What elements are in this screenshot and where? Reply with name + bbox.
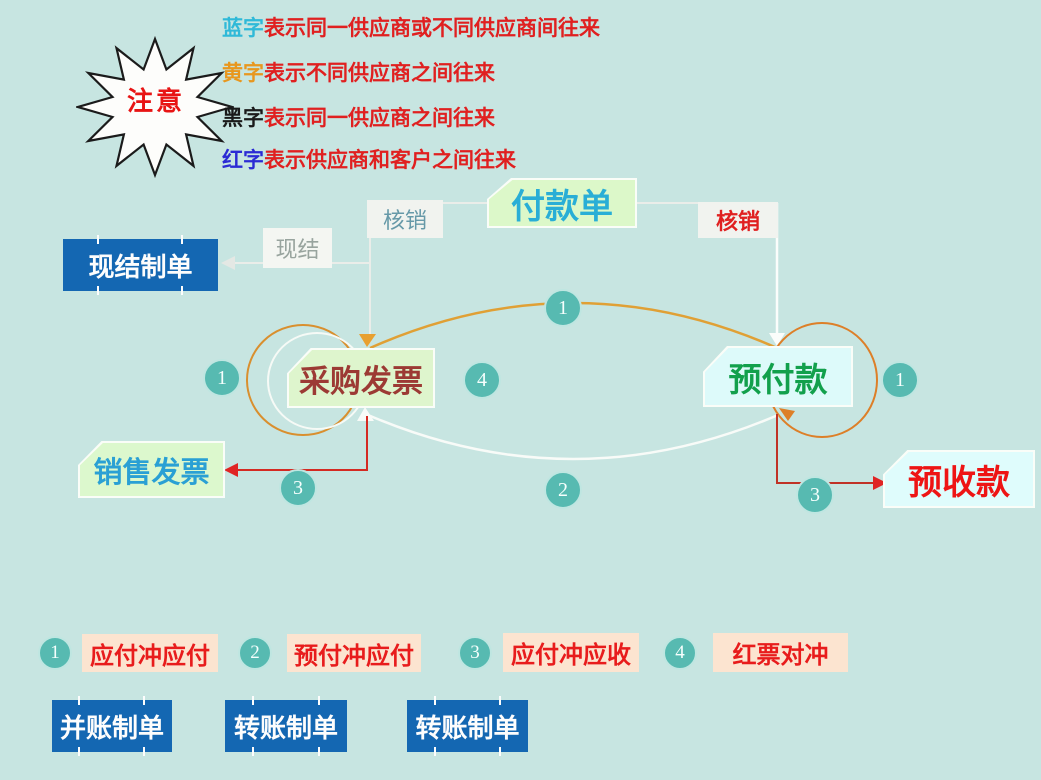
legend-prefix-red: 红字 [222,148,264,172]
label-cash-settle: 现结 [263,228,332,268]
legend-box-label: 预付冲应付 [294,643,414,670]
node-payment-order: 付款单 [487,178,637,228]
legend-box-label: 红票对冲 [732,643,829,669]
badge-3-left: 3 [279,469,317,507]
arrowhead-cash-settle [221,256,235,270]
badge-number: 3 [293,476,303,499]
badge-number: 4 [675,642,685,663]
legend-prefix-black: 黑字 [222,106,264,130]
arrowhead-white-down [769,333,785,346]
legend-box-1: 应付冲应付 [82,634,218,672]
badge-1-left: 1 [203,359,241,397]
node-advance-receipt: 预收款 [883,450,1035,508]
legend-prefix-blue: 蓝字 [222,16,264,40]
legend-line-black: 黑字表示同一供应商之间往来 [222,102,495,132]
badge-4-mid: 4 [463,361,501,399]
doc-box-label: 转账制单 [415,713,520,743]
attention-starburst [76,35,234,179]
node-prepayment-label: 预付款 [728,362,828,399]
doc-box-label: 并账制单 [59,713,164,743]
badge-number: 1 [217,366,227,389]
attention-label: 注意 [126,87,185,116]
legend-text: 表示同一供应商或不同供应商间往来 [264,16,600,40]
badge-number: 2 [558,478,568,501]
legend-prefix-yellow: 黄字 [222,61,264,85]
doc-box-label: 转账制单 [233,713,338,743]
legend-text: 表示供应商和客户之间往来 [264,148,516,172]
legend-box-3: 应付冲应收 [503,633,639,672]
node-sales-invoice-label: 销售发票 [93,456,210,489]
badge-number: 3 [470,642,480,663]
label-verify-left-text: 核销 [382,208,427,233]
badge-number: 1 [558,296,568,319]
arrowhead-orange-down [359,334,376,347]
doc-box-transfer-1: 转账制单 [225,696,347,756]
badge-2-bottom: 2 [544,471,582,509]
label-verify-left: 核销 [367,200,443,238]
node-sales-invoice: 销售发票 [78,441,225,498]
legend-line-blue: 蓝字表示同一供应商或不同供应商间往来 [222,12,600,42]
badge-number: 4 [477,368,487,391]
badge-3-right: 3 [796,476,834,514]
arrowhead-red-left [224,463,238,477]
node-advance-receipt-label: 预收款 [908,464,1010,502]
legend-box-2: 预付冲应付 [287,634,421,672]
legend-badge-3: 3 [458,636,492,670]
arrow-red-to-receipt [776,414,876,484]
doc-box-merge: 并账制单 [52,696,172,756]
legend-line-red: 红字表示供应商和客户之间往来 [222,144,516,174]
node-purchase-invoice: 采购发票 [287,348,435,408]
badge-number: 1 [50,642,60,663]
legend-box-4: 红票对冲 [713,633,848,672]
label-verify-right: 核销 [698,202,778,238]
node-cash-settle-doc-label: 现结制单 [88,252,193,282]
arrowhead-red-right [873,476,887,490]
starburst-shape [76,35,234,179]
node-payment-order-label: 付款单 [511,188,613,226]
legend-box-label: 应付冲应收 [511,643,631,669]
badge-1-top: 1 [544,289,582,327]
badge-number: 2 [250,642,260,663]
legend-line-yellow: 黄字表示不同供应商之间往来 [222,57,495,87]
arrowhead-orange-loop [779,408,795,421]
node-purchase-invoice-label: 采购发票 [299,363,423,399]
doc-box-transfer-2: 转账制单 [407,696,528,756]
node-cash-settle-doc: 现结制单 [63,235,218,295]
label-cash-settle-text: 现结 [275,237,320,262]
legend-badge-4: 4 [663,636,697,670]
node-prepayment: 预付款 [703,346,853,407]
legend-text: 表示同一供应商之间往来 [264,106,495,130]
legend-text: 表示不同供应商之间往来 [264,61,495,85]
arrow-red-to-sales [233,416,368,471]
arc-bottom-white [367,413,779,461]
arrowhead-white-up [357,407,374,421]
badge-number: 1 [895,368,905,391]
legend-box-label: 应付冲应付 [90,643,210,670]
badge-number: 3 [810,483,820,506]
legend-badge-2: 2 [238,636,272,670]
label-verify-right-text: 核销 [715,209,760,234]
legend-badge-1: 1 [38,636,72,670]
badge-1-right: 1 [881,361,919,399]
